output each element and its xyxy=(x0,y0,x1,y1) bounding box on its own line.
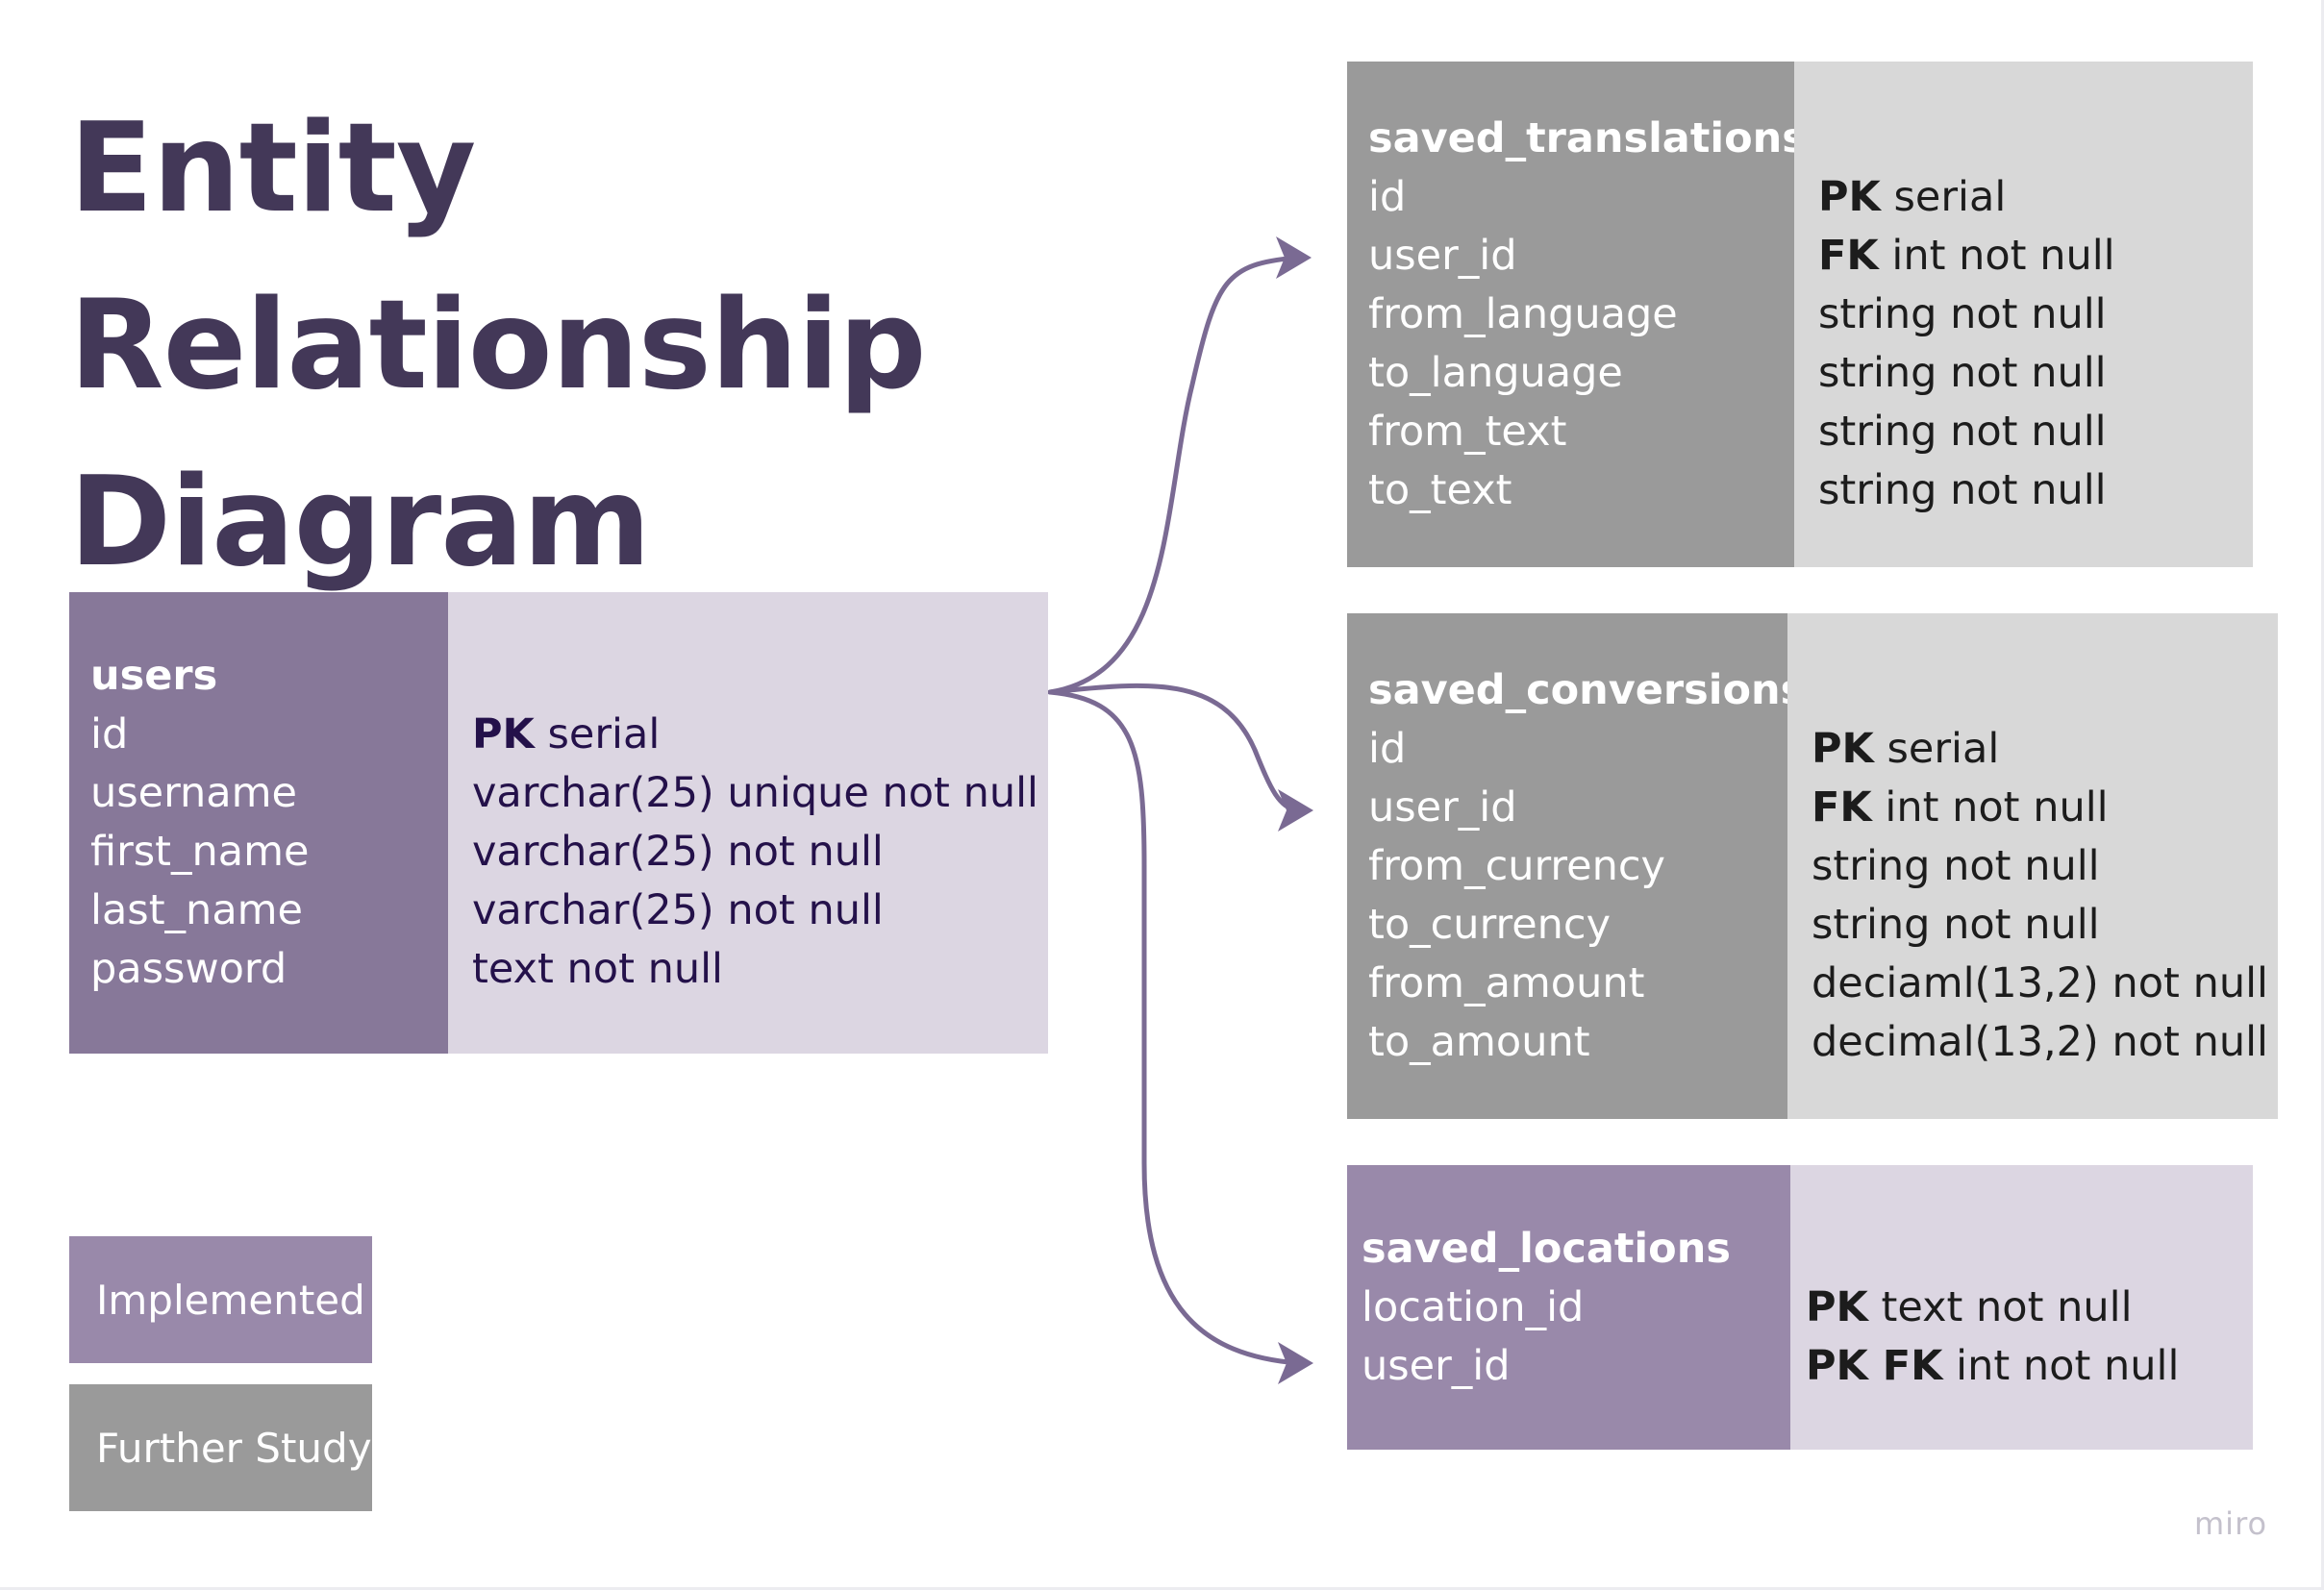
key-label: PK xyxy=(1806,1282,1868,1331)
field-type: string not null xyxy=(1818,286,2243,344)
key-label: PK xyxy=(1812,724,1874,773)
field-name: to_language xyxy=(1368,348,1623,397)
field-type: string not null xyxy=(1812,837,2268,896)
type-text: int not null xyxy=(1871,783,2109,832)
type-text: string not null xyxy=(1818,407,2107,456)
connector-users-to-saved-translations[interactable] xyxy=(1047,255,1299,695)
type-text: varchar(25) unique not null xyxy=(471,769,1038,817)
legend-implemented: Implemented xyxy=(69,1236,372,1363)
field-type: deciaml(13,2) not null xyxy=(1812,955,2268,1013)
legend-label: Implemented xyxy=(96,1276,365,1324)
field-name: to_currency xyxy=(1368,900,1612,949)
key-label: PK FK xyxy=(1806,1341,1943,1390)
type-text: string not null xyxy=(1818,348,2107,397)
field-name: user_id xyxy=(1368,783,1517,832)
entity-saved-locations[interactable]: saved_locations location_id user_id PK t… xyxy=(1347,1165,2253,1450)
type-text: serial xyxy=(534,710,661,758)
arrowhead-saved-translations xyxy=(1276,236,1312,279)
field-name: id xyxy=(1368,172,1407,221)
entity-users[interactable]: users id username first_name last_name p… xyxy=(69,592,1048,1054)
field-type: varchar(25) not null xyxy=(472,882,1038,940)
legend-label: Further Study xyxy=(96,1424,372,1472)
type-text: serial xyxy=(1880,172,2007,221)
entity-saved-locations-types: PK text not null PK FK int not null xyxy=(1790,1165,2253,1450)
type-text: string not null xyxy=(1818,289,2107,338)
field-name: to_amount xyxy=(1368,1017,1590,1066)
field-name: from_amount xyxy=(1368,958,1645,1007)
type-text: string not null xyxy=(1812,900,2100,949)
entity-name: saved_locations xyxy=(1362,1224,1731,1273)
field-type: string not null xyxy=(1812,896,2268,955)
field-type: PK serial xyxy=(472,706,1038,764)
entity-users-fields: users id username first_name last_name p… xyxy=(69,592,448,1054)
field-type: varchar(25) not null xyxy=(472,823,1038,882)
title-line-1: Entity Relationship xyxy=(69,97,927,417)
miro-logo: miro xyxy=(2194,1505,2268,1542)
type-text: int not null xyxy=(1942,1341,2180,1390)
field-name: first_name xyxy=(90,828,310,876)
field-type: PK text not null xyxy=(1806,1279,2243,1337)
connector-users-to-saved-conversions[interactable] xyxy=(1047,683,1301,813)
field-type: string not null xyxy=(1818,461,2243,520)
field-name: username xyxy=(90,769,297,817)
entity-name: saved_translations xyxy=(1368,113,1807,162)
field-type: FK int not null xyxy=(1818,227,2243,286)
type-text: text not null xyxy=(1867,1282,2133,1331)
type-text: text not null xyxy=(471,945,724,993)
connector-users-to-saved-locations[interactable] xyxy=(1047,689,1301,1366)
legend-further-study: Further Study xyxy=(69,1384,372,1511)
entity-saved-locations-fields: saved_locations location_id user_id xyxy=(1347,1165,1790,1450)
field-type: text not null xyxy=(472,940,1038,999)
entity-name: users xyxy=(90,652,218,700)
field-name: user_id xyxy=(1368,231,1517,280)
field-name: from_text xyxy=(1368,407,1567,456)
entity-saved-translations[interactable]: saved_translations id user_id from_langu… xyxy=(1347,62,2253,567)
entity-saved-translations-fields: saved_translations id user_id from_langu… xyxy=(1347,62,1807,567)
entity-users-types: PK serial varchar(25) unique not null va… xyxy=(447,592,1048,1054)
field-name: user_id xyxy=(1362,1341,1511,1390)
type-text: string not null xyxy=(1812,841,2100,890)
field-type: decimal(13,2) not null xyxy=(1812,1013,2268,1072)
type-text: varchar(25) not null xyxy=(471,886,884,934)
field-type: string not null xyxy=(1818,403,2243,461)
field-type: string not null xyxy=(1818,344,2243,403)
key-label: PK xyxy=(471,710,535,758)
key-label: PK xyxy=(1818,172,1881,221)
type-text: deciaml(13,2) not null xyxy=(1812,958,2268,1007)
field-name: id xyxy=(1368,724,1407,773)
type-text: varchar(25) not null xyxy=(471,828,884,876)
entity-saved-conversions-fields: saved_conversions id user_id from_curren… xyxy=(1347,613,1806,1119)
entity-saved-conversions-types: PK serial FK int not null string not nul… xyxy=(1787,613,2278,1119)
field-type: PK FK int not null xyxy=(1806,1337,2243,1396)
field-name: to_text xyxy=(1368,465,1512,514)
arrowhead-saved-locations xyxy=(1278,1342,1313,1384)
entity-saved-conversions[interactable]: saved_conversions id user_id from_curren… xyxy=(1347,613,2278,1119)
field-type: PK serial xyxy=(1812,720,2268,779)
field-name: from_currency xyxy=(1368,841,1665,890)
entity-name: saved_conversions xyxy=(1368,665,1806,714)
type-text: string not null xyxy=(1818,465,2107,514)
diagram-title: Entity Relationship Diagram xyxy=(69,81,1319,611)
field-name: last_name xyxy=(90,886,304,934)
type-text: int not null xyxy=(1878,231,2115,280)
key-label: FK xyxy=(1812,783,1872,832)
field-name: id xyxy=(90,710,129,758)
field-type: FK int not null xyxy=(1812,779,2268,837)
arrowhead-saved-conversions xyxy=(1278,789,1313,832)
field-type: varchar(25) unique not null xyxy=(472,764,1038,823)
field-name: from_language xyxy=(1368,289,1678,338)
title-line-2: Diagram xyxy=(69,451,651,594)
field-name: location_id xyxy=(1362,1282,1585,1331)
key-label: FK xyxy=(1818,231,1879,280)
field-name: password xyxy=(90,945,287,993)
type-text: serial xyxy=(1873,724,2000,773)
type-text: decimal(13,2) not null xyxy=(1812,1017,2268,1066)
entity-saved-translations-types: PK serial FK int not null string not nul… xyxy=(1794,62,2253,567)
field-type: PK serial xyxy=(1818,168,2243,227)
